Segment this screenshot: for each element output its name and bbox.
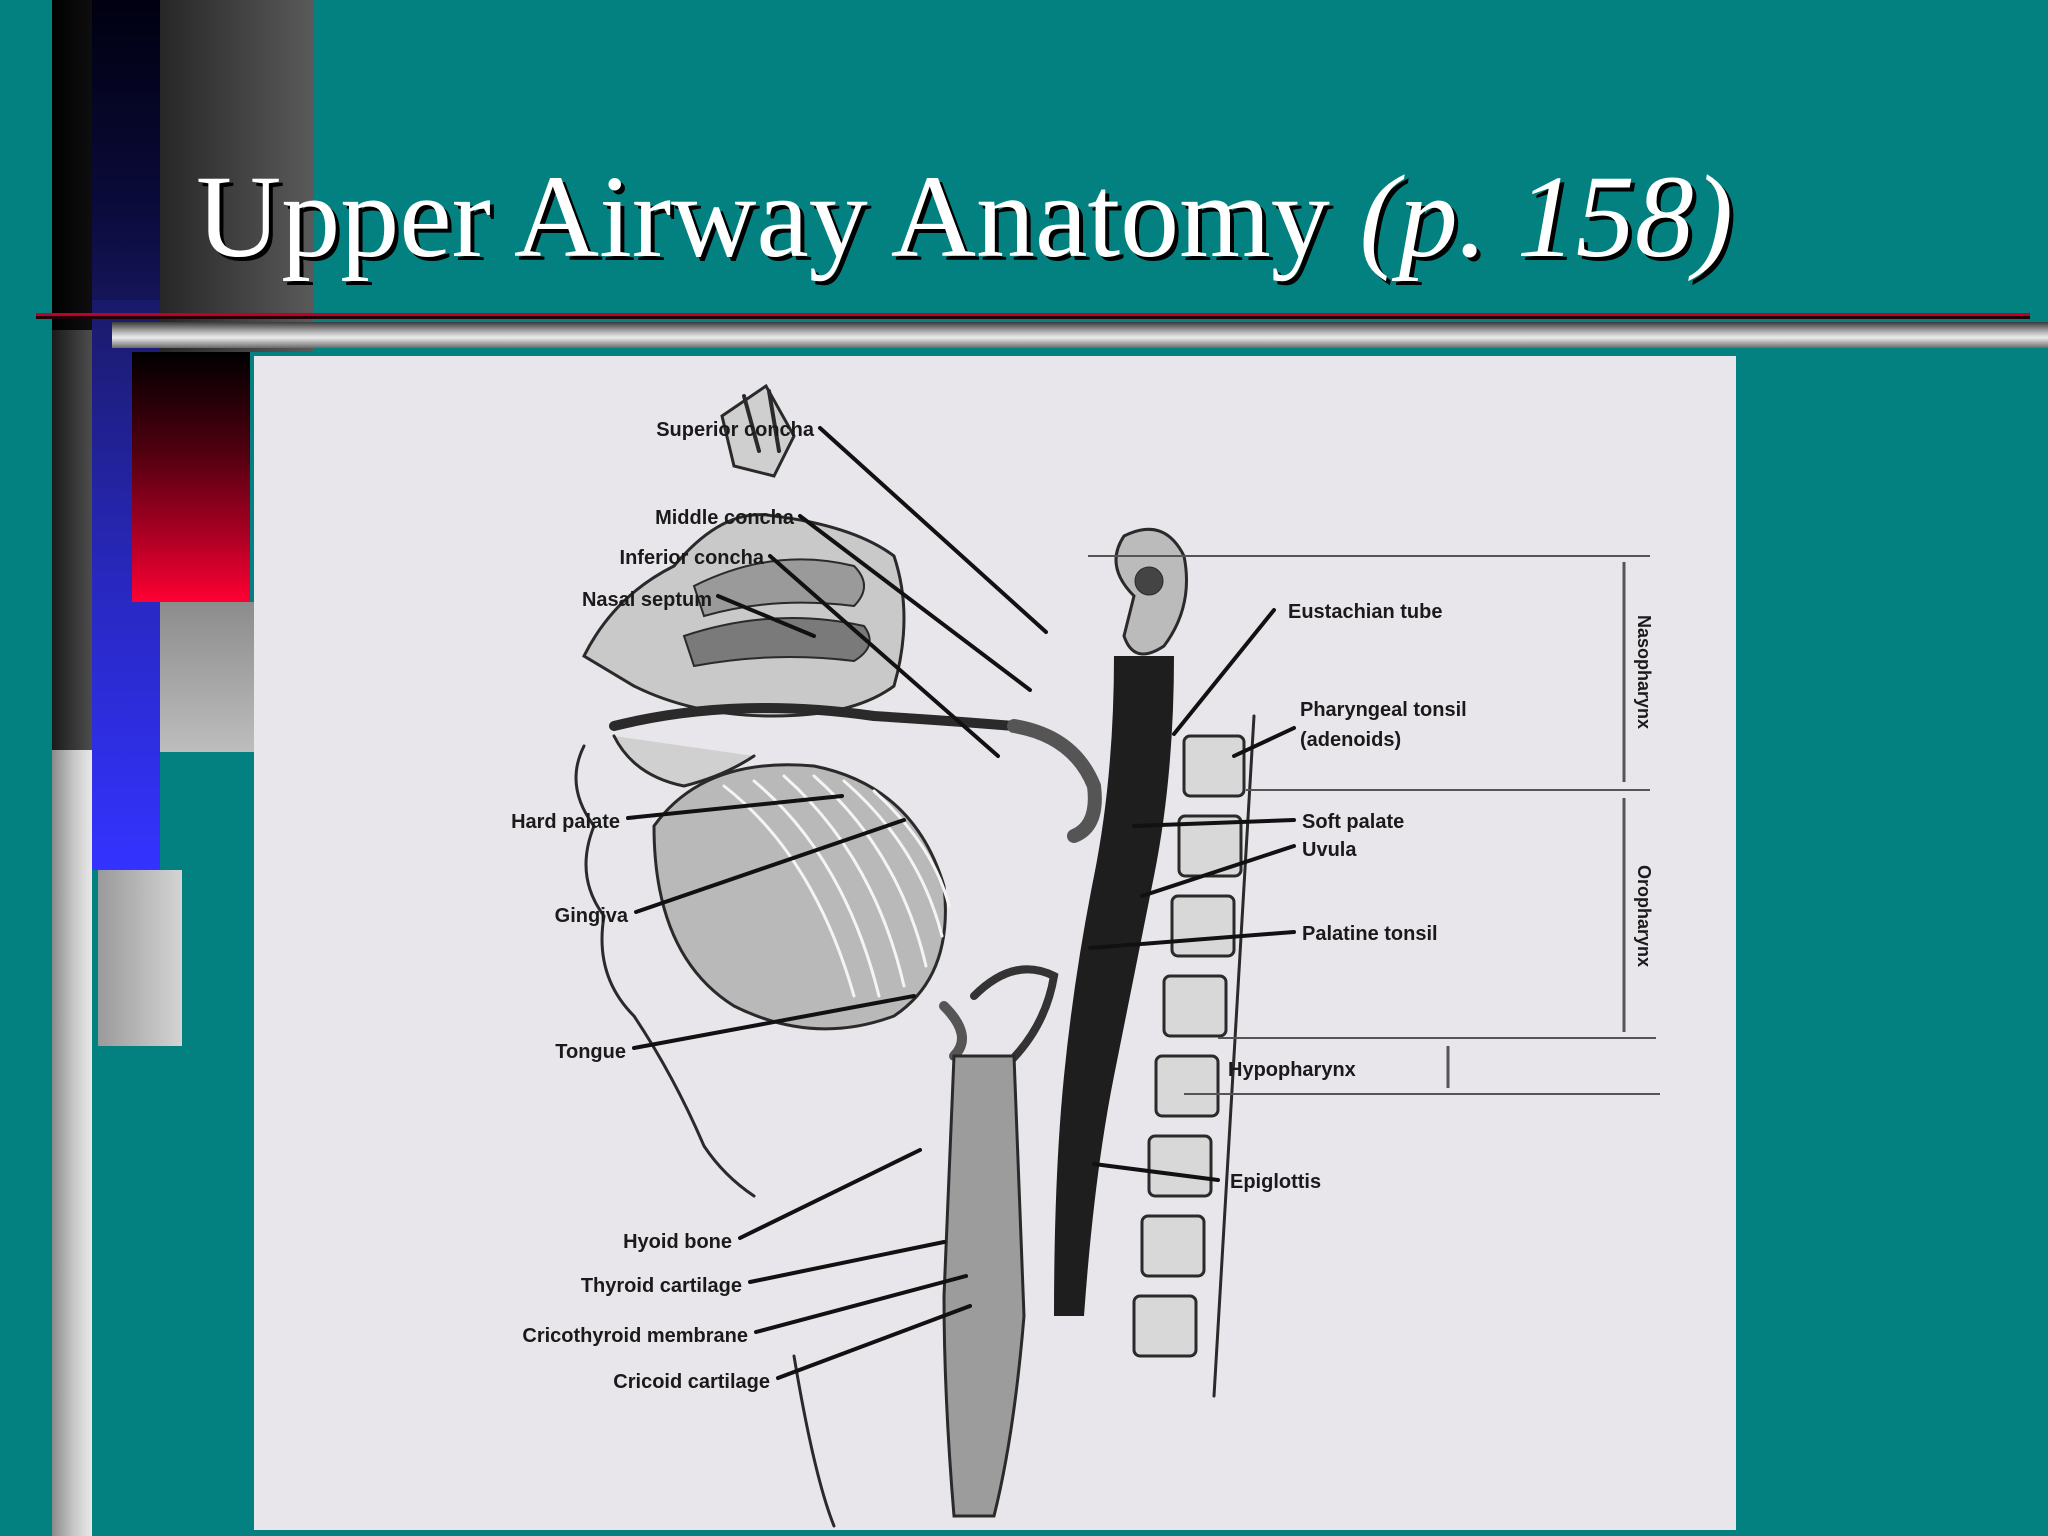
label-thyroid-cartilage: Thyroid cartilage	[581, 1275, 742, 1297]
label-eustachian-tube: Eustachian tube	[1288, 601, 1442, 623]
label-adenoids: (adenoids)	[1300, 729, 1401, 751]
decorative-bar-dark	[52, 330, 98, 750]
label-hypopharynx: Hypopharynx	[1228, 1059, 1356, 1081]
label-nasal-septum: Nasal septum	[582, 589, 712, 611]
decorative-bar-silver	[160, 602, 256, 752]
decorative-bar-silver-low	[98, 870, 182, 1046]
anatomy-diagram-svg: Superior concha Middle concha Inferior c…	[511, 383, 1660, 1528]
label-middle-concha: Middle concha	[655, 507, 795, 529]
head-section-drawing	[574, 383, 1256, 1528]
label-nasopharynx: Nasopharynx	[1634, 615, 1654, 729]
decorative-bar-navy	[92, 0, 160, 352]
label-tongue: Tongue	[555, 1041, 626, 1063]
decorative-bar-red	[132, 352, 250, 602]
label-gingiva: Gingiva	[555, 905, 629, 927]
label-leader-lines	[626, 426, 1296, 1380]
title-underline-band	[112, 322, 2048, 348]
label-hyoid-bone: Hyoid bone	[623, 1231, 732, 1253]
label-oropharynx: Oropharynx	[1634, 865, 1654, 967]
label-palatine-tonsil: Palatine tonsil	[1302, 923, 1438, 945]
label-soft-palate: Soft palate	[1302, 811, 1404, 833]
label-inferior-concha: Inferior concha	[620, 547, 765, 569]
title-page-reference: (p. 158)	[1359, 151, 1733, 282]
title-underline-dark	[36, 316, 2030, 319]
label-epiglottis: Epiglottis	[1230, 1171, 1321, 1193]
page-title: Upper Airway Anatomy (p. 158)	[196, 158, 1733, 276]
title-main: Upper Airway Anatomy	[196, 151, 1330, 282]
label-superior-concha: Superior concha	[656, 419, 815, 441]
label-hard-palate: Hard palate	[511, 811, 620, 833]
label-uvula: Uvula	[1302, 839, 1357, 861]
label-pharyngeal-tonsil: Pharyngeal tonsil	[1300, 699, 1467, 721]
title-underline-red	[36, 313, 2030, 316]
region-guide-lines	[1088, 555, 1660, 1095]
anatomy-diagram: Superior concha Middle concha Inferior c…	[254, 356, 1736, 1530]
label-cricothyroid-membrane: Cricothyroid membrane	[522, 1325, 748, 1347]
label-cricoid-cartilage: Cricoid cartilage	[613, 1371, 770, 1393]
